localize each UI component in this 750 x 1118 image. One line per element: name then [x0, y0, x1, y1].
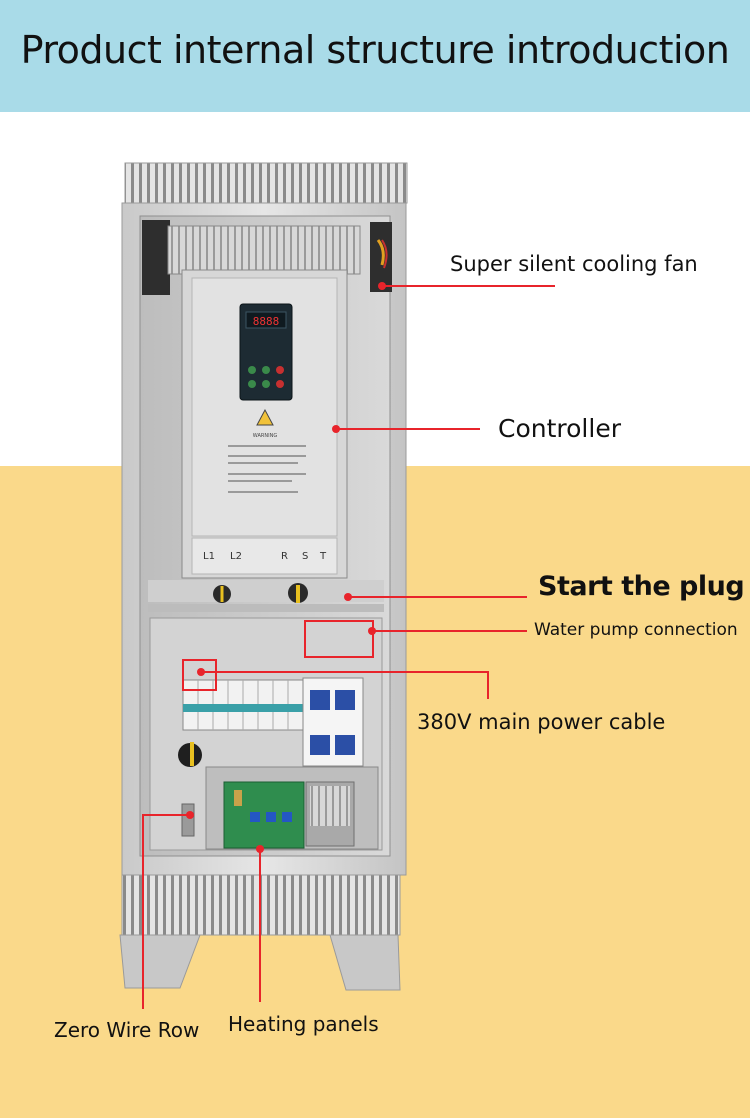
zero-wire-bar — [181, 803, 195, 837]
base-leg-left — [119, 934, 201, 989]
terminal-label-l2: L2 — [230, 551, 242, 562]
cooling-fan-left — [142, 220, 170, 295]
page-title: Product internal structure introduction — [20, 28, 730, 72]
label-controller: Controller — [498, 414, 621, 443]
warning-icon — [256, 408, 274, 426]
label-zero-wire: Zero Wire Row — [54, 1018, 200, 1042]
terminal-label-l1: L1 — [203, 551, 215, 562]
callout-box-power — [182, 659, 217, 691]
svg-text:8888: 8888 — [253, 315, 280, 328]
callout-line-power — [201, 671, 489, 699]
callout-box-pump — [304, 620, 374, 658]
terminal-label-r: R — [281, 551, 288, 562]
callout-dots — [186, 282, 386, 853]
label-cooling-fan: Super silent cooling fan — [450, 252, 698, 276]
label-start-plug: Start the plug — [538, 571, 745, 602]
heat-sink — [167, 225, 361, 275]
label-water-pump: Water pump connection — [534, 620, 738, 640]
label-main-power: 380V main power cable — [417, 710, 666, 734]
title-banner — [0, 0, 750, 112]
cooling-fan-right — [370, 222, 392, 292]
callout-line-zero — [142, 814, 190, 1009]
warning-title: WARNING — [253, 433, 278, 439]
top-vent — [124, 162, 408, 204]
callout-lines — [142, 285, 555, 1009]
label-heating-panels: Heating panels — [228, 1012, 379, 1036]
terminal-label-s: S — [302, 551, 308, 562]
terminal-label-t: T — [319, 551, 327, 562]
base-leg-right — [329, 934, 401, 991]
